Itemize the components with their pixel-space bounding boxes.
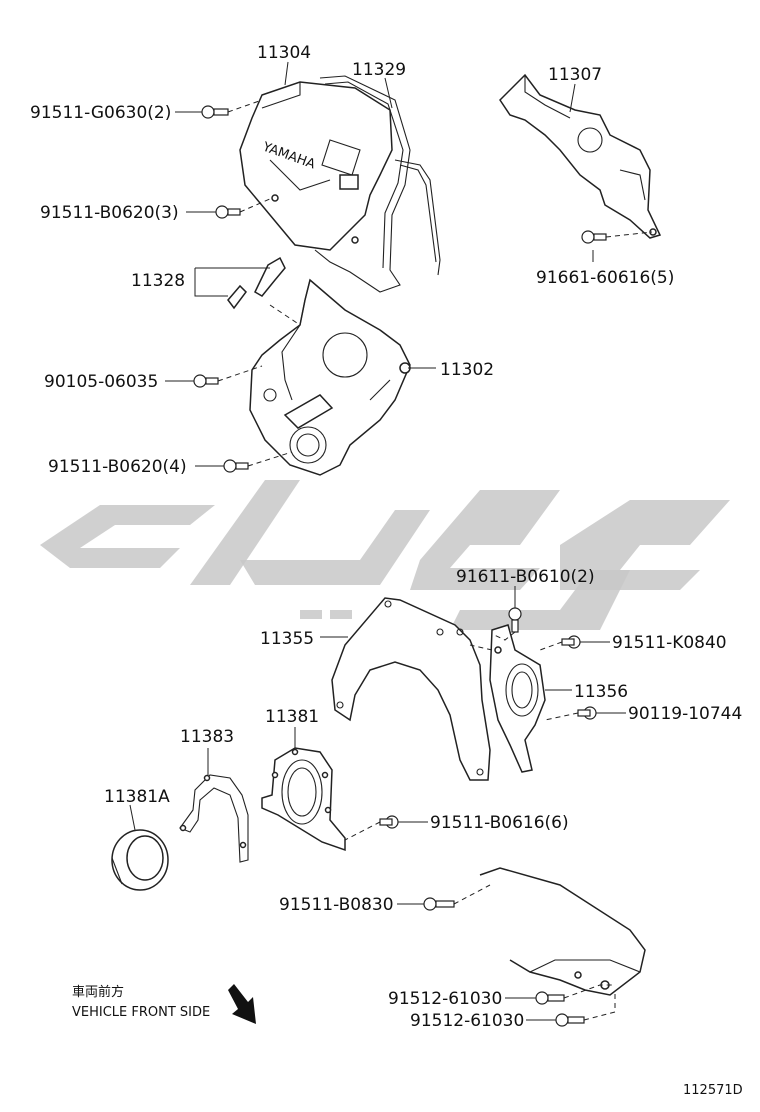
label-11356: 11356	[574, 682, 628, 702]
front-side-jp: 車両前方	[72, 984, 124, 1000]
label-90105-06035: 90105-06035	[44, 372, 158, 392]
label-91661-60616: 91661-60616(5)	[536, 268, 674, 288]
bolt-icon[interactable]	[215, 205, 241, 219]
label-91512-61030-a: 91512-61030	[388, 989, 502, 1009]
label-11329: 11329	[352, 60, 406, 80]
bolt-icon[interactable]	[535, 991, 565, 1005]
label-11383: 11383	[180, 727, 234, 747]
label-91511-G0630: 91511-G0630(2)	[30, 103, 171, 123]
oil-seal-11381A[interactable]	[111, 829, 169, 891]
label-91512-61030-b: 91512-61030	[410, 1011, 524, 1031]
bolt-icon[interactable]	[555, 1013, 585, 1027]
label-91611-B0610: 91611-B0610(2)	[456, 567, 595, 587]
end-plate-11355[interactable]	[331, 597, 491, 781]
label-11304: 11304	[257, 43, 311, 63]
front-side-en: VEHICLE FRONT SIDE	[72, 1005, 210, 1020]
chain-guide-11328[interactable]	[227, 256, 286, 310]
cover-gasket-11329[interactable]	[314, 75, 441, 293]
bolt-icon[interactable]	[561, 635, 581, 649]
label-91511-B0830: 91511-B0830	[279, 895, 394, 915]
label-11302: 11302	[440, 360, 494, 380]
label-91511-B0620-4: 91511-B0620(4)	[48, 457, 187, 477]
assembly-dashed-lines	[217, 99, 653, 1021]
bolt-icon[interactable]	[581, 230, 607, 244]
oil-pan-outline	[479, 867, 646, 996]
retainer-gasket-11383[interactable]	[179, 774, 249, 863]
timing-cover-upper-11304[interactable]: YAMAHA	[239, 81, 393, 251]
timing-cover-lower-11302[interactable]	[249, 278, 411, 476]
bolt-icon[interactable]	[201, 105, 229, 119]
bolt-icon[interactable]	[423, 897, 455, 911]
label-91511-B0616: 91511-B0616(6)	[430, 813, 569, 833]
label-11307: 11307	[548, 65, 602, 85]
label-91511-K0840: 91511-K0840	[612, 633, 727, 653]
label-91511-B0620-3: 91511-B0620(3)	[40, 203, 179, 223]
bolt-icon[interactable]	[223, 459, 249, 473]
rear-seal-retainer-11381[interactable]	[261, 747, 346, 852]
label-11381: 11381	[265, 707, 319, 727]
leader-lines	[129, 61, 626, 1021]
bolt-icon[interactable]	[379, 815, 399, 829]
rear-cover-11307[interactable]	[499, 73, 662, 239]
watermark-logo	[40, 480, 730, 630]
label-90119-10744: 90119-10744	[628, 704, 742, 724]
label-11381A: 11381A	[104, 787, 170, 807]
label-11328: 11328	[131, 271, 185, 291]
diagram-id: 112571D	[683, 1083, 743, 1098]
label-11355: 11355	[260, 629, 314, 649]
arrow-down-right-icon	[228, 984, 256, 1024]
bolt-icon[interactable]	[577, 706, 597, 720]
oil-seal-retainer-11356[interactable]	[489, 624, 546, 773]
bolt-icon[interactable]	[193, 374, 219, 388]
